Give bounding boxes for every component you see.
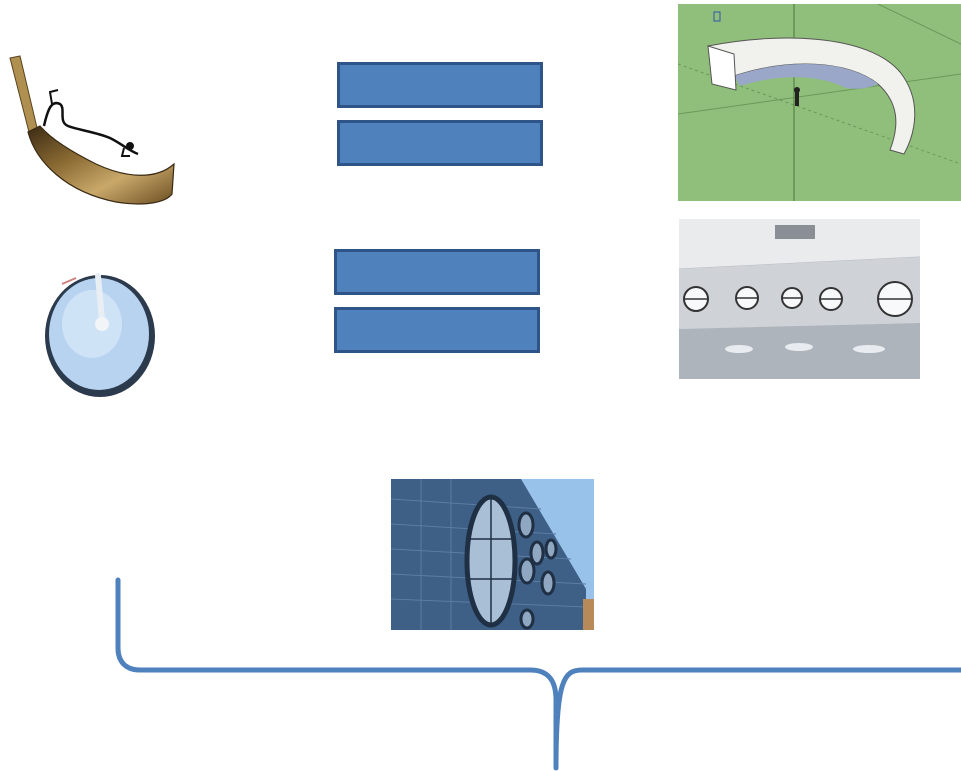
drum-image <box>42 268 160 400</box>
interior-room-image <box>679 219 920 379</box>
curved-wall-icon <box>678 4 961 201</box>
building-facade-image <box>391 479 594 630</box>
equals-sign-top <box>337 62 543 168</box>
equals-bar-lower <box>334 307 540 353</box>
facade-round-windows-icon <box>391 479 594 630</box>
curly-brace-icon <box>115 577 961 771</box>
horn-image <box>6 52 176 210</box>
equals-bar-upper <box>334 249 540 295</box>
round-windows-room-icon <box>679 219 920 379</box>
curved-wall-model-image <box>678 4 961 201</box>
equals-sign-middle <box>334 249 540 355</box>
horn-icon <box>9 55 175 205</box>
equals-bar-lower <box>337 120 543 166</box>
equals-bar-upper <box>337 62 543 108</box>
bottom-brace <box>0 570 961 771</box>
drum-icon <box>45 273 155 397</box>
